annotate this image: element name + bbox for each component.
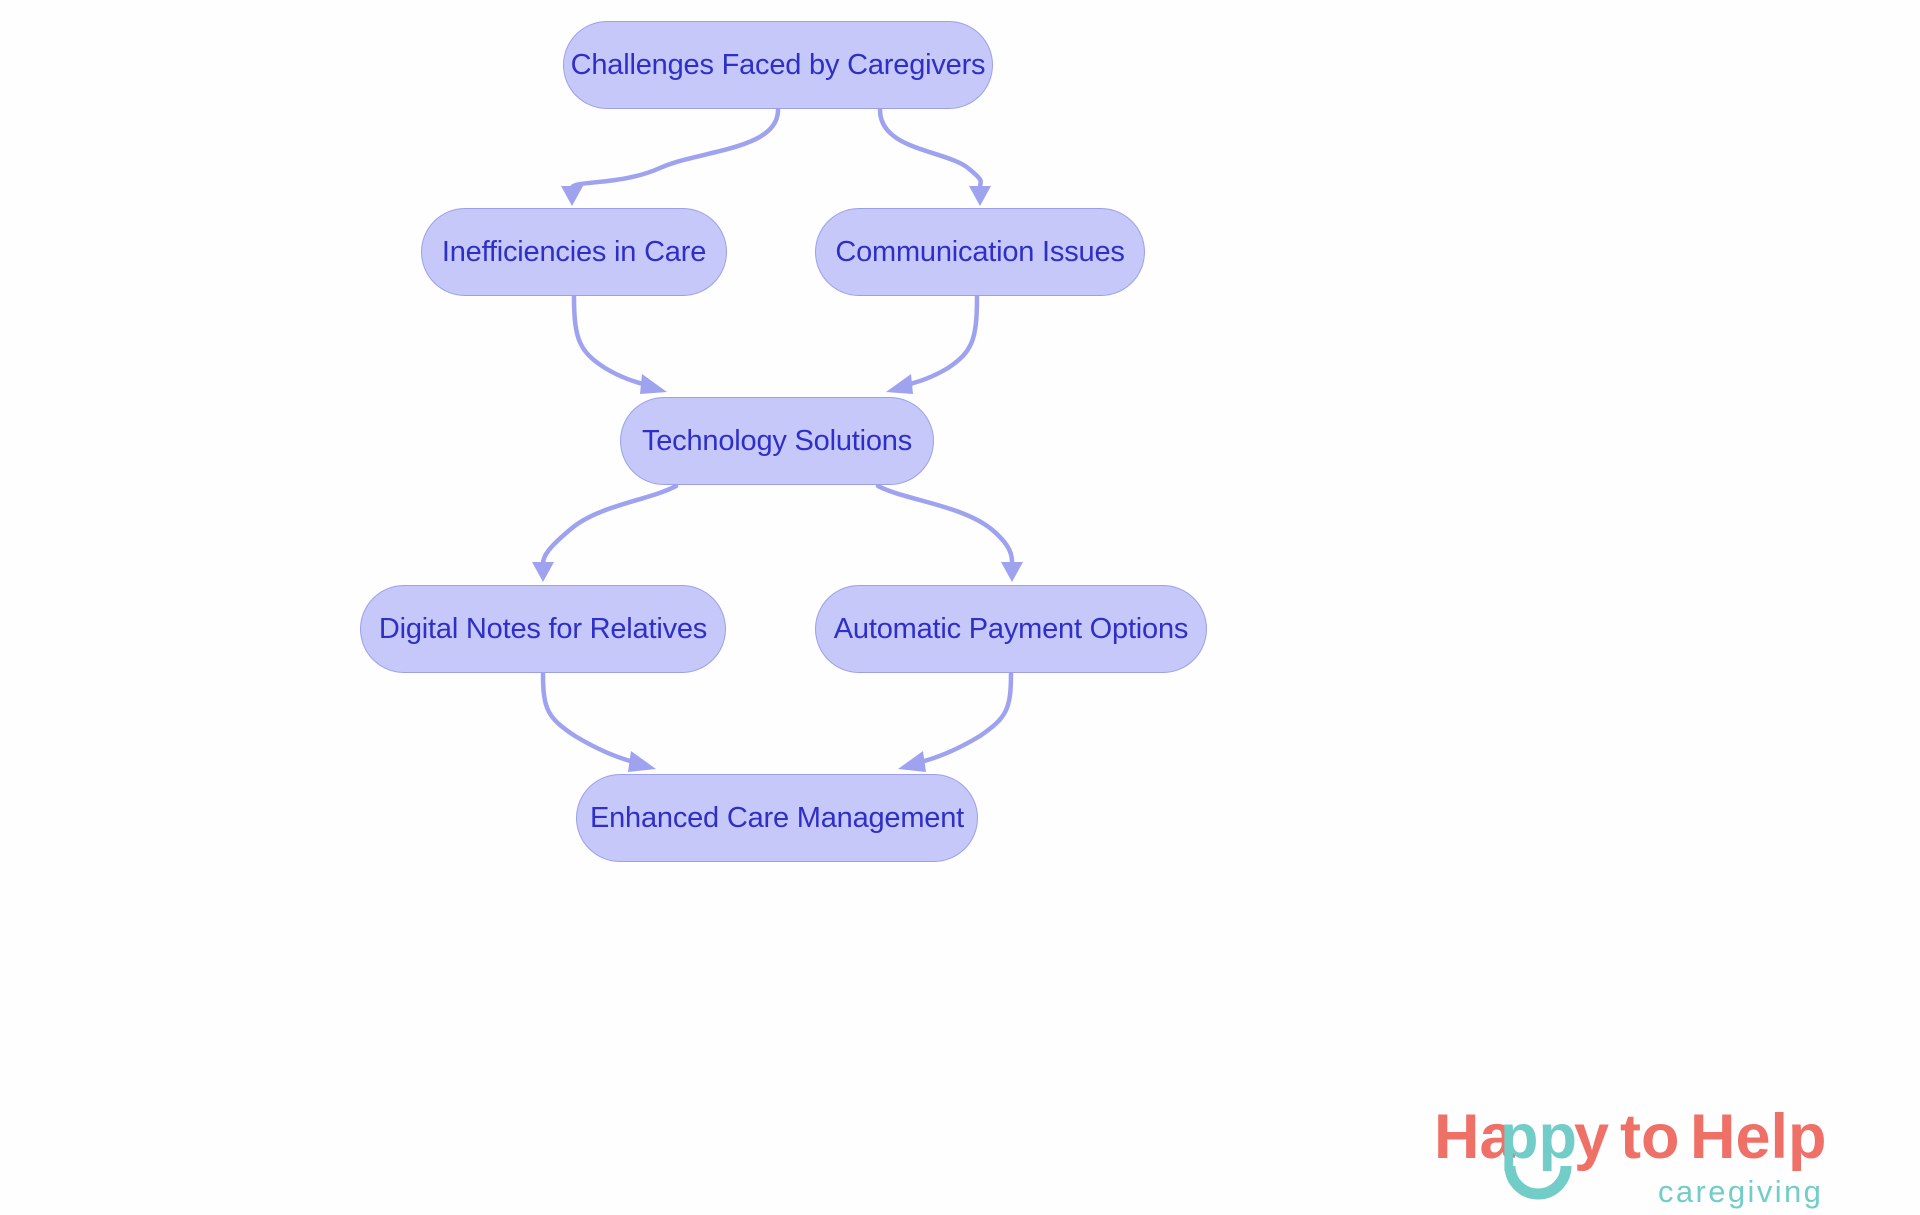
node-digital-notes-for-relatives[interactable]: Digital Notes for Relatives (360, 585, 726, 673)
edge-challenges-to-communication (877, 107, 991, 206)
node-label: Inefficiencies in Care (441, 235, 707, 268)
node-label: Technology Solutions (641, 424, 913, 457)
node-technology-solutions[interactable]: Technology Solutions (620, 397, 934, 485)
logo-tagline: caregiving (1658, 1174, 1823, 1209)
edge-payments-to-enhanced (898, 671, 1014, 772)
node-label: Automatic Payment Options (833, 612, 1189, 645)
node-label: Digital Notes for Relatives (378, 612, 708, 645)
edge-technology-to-payments (875, 483, 1023, 582)
logo-word-help: Help (1690, 1104, 1827, 1172)
edge-technology-to-digitalnotes (532, 483, 679, 582)
edge-communication-to-technology (886, 294, 980, 394)
node-label: Challenges Faced by Caregivers (570, 48, 986, 81)
node-enhanced-care-management[interactable]: Enhanced Care Management (576, 774, 978, 862)
edge-digitalnotes-to-enhanced (540, 671, 656, 772)
edge-inefficiencies-to-technology (571, 294, 667, 394)
logo-happy-ha: Ha (1434, 1104, 1515, 1172)
edge-challenges-to-inefficiencies (561, 107, 781, 206)
node-challenges-faced-by-caregivers[interactable]: Challenges Faced by Caregivers (563, 21, 993, 109)
happy-to-help-caregiving-logo: Ha pp y to Help caregiving (1434, 1104, 1904, 1209)
logo-happy-y: y (1574, 1104, 1609, 1172)
node-communication-issues[interactable]: Communication Issues (815, 208, 1145, 296)
node-label: Enhanced Care Management (589, 801, 965, 834)
smile-icon (1504, 1165, 1572, 1200)
node-label: Communication Issues (835, 235, 1125, 268)
logo-word-to: to (1620, 1104, 1679, 1172)
logo-happy-pp-accent: pp (1500, 1104, 1577, 1172)
node-inefficiencies-in-care[interactable]: Inefficiencies in Care (421, 208, 727, 296)
node-automatic-payment-options[interactable]: Automatic Payment Options (815, 585, 1207, 673)
